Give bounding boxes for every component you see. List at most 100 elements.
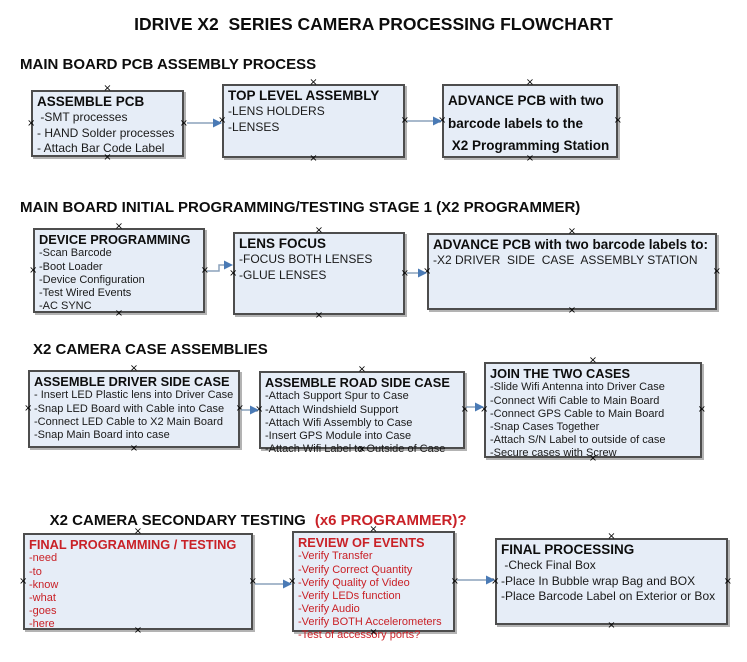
anchor-icon: × <box>525 153 535 164</box>
box-title: ADVANCE PCB with two barcode labels to: <box>433 237 709 252</box>
box-item: -Connect GPS Cable to Main Board <box>490 407 665 420</box>
box-item: -GLUE LENSES <box>239 267 327 282</box>
anchor-icon: × <box>200 264 209 276</box>
box-item: -Secure cases with Screw <box>490 447 617 460</box>
section-header-case-assemblies: X2 CAMERA CASE ASSEMBLIES <box>33 341 268 358</box>
anchor-icon: × <box>288 575 297 587</box>
box-item: -here <box>29 618 55 631</box>
box-title: TOP LEVEL ASSEMBLY <box>228 88 380 103</box>
box-title: ASSEMBLE ROAD SIDE CASE <box>265 375 450 390</box>
box-item: -need <box>29 552 58 565</box>
box-item: -Boot Loader <box>39 260 103 273</box>
flow-box-assemble-road-side-case: × × × × ASSEMBLE ROAD SIDE CASE -Attach … <box>255 365 469 456</box>
box-item: -Attach Wifi Label to Outside of Case <box>265 443 446 456</box>
anchor-icon: × <box>607 620 616 631</box>
anchor-icon: × <box>29 264 38 276</box>
box-item: - HAND Solder processes <box>37 125 175 140</box>
flow-box-assemble-pcb: × × × × ASSEMBLE PCB -SMT processes - HA… <box>27 84 188 163</box>
anchor-icon: × <box>567 305 577 316</box>
section-header-initial-programming: MAIN BOARD INITIAL PROGRAMMING/TESTING S… <box>20 199 581 216</box>
anchor-icon: × <box>235 403 244 414</box>
anchor-icon: × <box>309 77 318 88</box>
anchor-icon: × <box>588 355 598 366</box>
box-item: -Place In Bubble wrap Bag and BOX <box>501 573 696 588</box>
box-item: -Verify Quality of Video <box>298 576 410 589</box>
box-item: -Slide Wifi Antenna into Driver Case <box>490 381 665 394</box>
flow-box-final-programming-testing: × × × × FINAL PROGRAMMING / TESTING -nee… <box>19 527 257 636</box>
anchor-icon: × <box>607 531 616 542</box>
anchor-icon: × <box>357 444 367 455</box>
anchor-icon: × <box>357 364 367 375</box>
box-item: -Scan Barcode <box>39 247 112 260</box>
anchor-icon: × <box>103 83 112 94</box>
anchor-icon: × <box>179 117 188 129</box>
anchor-icon: × <box>218 115 227 126</box>
anchor-icon: × <box>129 443 139 454</box>
anchor-icon: × <box>450 575 459 587</box>
flow-box-assemble-driver-side-case: × × × × ASSEMBLE DRIVER SIDE CASE - Inse… <box>24 364 244 454</box>
box-item: -Insert GPS Module into Case <box>265 429 412 442</box>
anchor-icon: × <box>400 115 409 126</box>
anchor-icon: × <box>712 265 721 277</box>
box-title: ASSEMBLE DRIVER SIDE CASE <box>34 374 230 389</box>
anchor-icon: × <box>525 77 535 88</box>
box-item: -Check Final Box <box>501 558 596 573</box>
box-item: -know <box>29 578 59 591</box>
box-item: -Verify Audio <box>298 603 360 616</box>
box-item: -Snap LED Board with Cable into Case <box>34 402 225 415</box>
box-title: JOIN THE TWO CASES <box>490 366 631 381</box>
box-item: - Insert LED Plastic lens into Driver Ca… <box>34 389 234 402</box>
box-item: -what <box>29 591 56 604</box>
box-item: -Connect Wifi Cable to Main Board <box>490 394 660 407</box>
box-item: -Snap Cases Together <box>490 420 600 433</box>
anchor-icon: × <box>369 627 378 638</box>
anchor-icon: × <box>400 267 409 279</box>
box-item-overflowing: -Test of accessory ports? <box>298 629 421 642</box>
box-item: -Verify LEDs function <box>298 589 401 602</box>
anchor-icon: × <box>314 310 324 321</box>
anchor-icon: × <box>588 453 598 464</box>
anchor-icon: × <box>133 526 143 537</box>
box-item: -FOCUS BOTH LENSES <box>239 252 373 267</box>
box-item: -SMT processes <box>37 110 128 125</box>
anchor-icon: × <box>369 524 378 535</box>
box-item: -Attach Windshield Support <box>265 403 399 416</box>
flow-box-device-programming: × × × × DEVICE PROGRAMMING -Scan Barcode… <box>29 222 209 319</box>
box-title: ASSEMBLE PCB <box>37 94 145 109</box>
box-item: -to <box>29 565 42 578</box>
anchor-icon: × <box>697 404 706 415</box>
flow-box-lens-focus: × × × × LENS FOCUS -FOCUS BOTH LENSES -G… <box>229 226 409 321</box>
anchor-icon: × <box>309 153 318 164</box>
box-item: -Attach Support Spur to Case <box>265 390 409 403</box>
section-header-pcb-assembly: MAIN BOARD PCB ASSEMBLY PROCESS <box>20 56 317 73</box>
anchor-icon: × <box>114 221 124 232</box>
box-item: -Test Wired Events <box>39 286 132 299</box>
flow-box-top-level-assembly: × × × × TOP LEVEL ASSEMBLY -LENS HOLDERS… <box>218 78 409 164</box>
anchor-icon: × <box>723 575 732 587</box>
anchor-icon: × <box>24 403 33 414</box>
anchor-icon: × <box>19 575 28 587</box>
box-title: FINAL PROCESSING <box>501 542 635 557</box>
box-item: -Snap Main Board into case <box>34 428 170 441</box>
anchor-icon: × <box>480 404 489 415</box>
box-item: -Attach Wifi Assembly to Case <box>265 416 413 429</box>
arrow-line <box>207 264 225 272</box>
section-header-secondary-testing: X2 CAMERA SECONDARY TESTING(x6 PROGRAMME… <box>33 495 467 546</box>
page-title: IDRIVE X2 SERIES CAMERA PROCESSING FLOWC… <box>134 14 613 34</box>
anchor-icon: × <box>438 115 447 126</box>
box-item: -Verify BOTH Accelerometers <box>298 616 442 629</box>
section-header-black-part: X2 CAMERA SECONDARY TESTING <box>49 512 306 529</box>
anchor-icon: × <box>255 404 264 415</box>
anchor-icon: × <box>103 152 112 163</box>
flow-box-review-of-events: × × × × REVIEW OF EVENTS -Verify Transfe… <box>288 525 459 642</box>
flow-box-final-processing: × × × × FINAL PROCESSING -Check Final Bo… <box>491 532 732 631</box>
box-title: REVIEW OF EVENTS <box>298 535 425 550</box>
box-item: -goes <box>29 605 57 618</box>
box-title: DEVICE PROGRAMMING <box>39 232 191 247</box>
box-item: -LENS HOLDERS <box>228 104 325 119</box>
anchor-icon: × <box>460 404 469 415</box>
anchor-icon: × <box>129 363 139 374</box>
box-title: ADVANCE PCB with two barcode labels to t… <box>448 93 610 154</box>
box-item: -Place Barcode Label on Exterior or Box <box>501 588 716 603</box>
